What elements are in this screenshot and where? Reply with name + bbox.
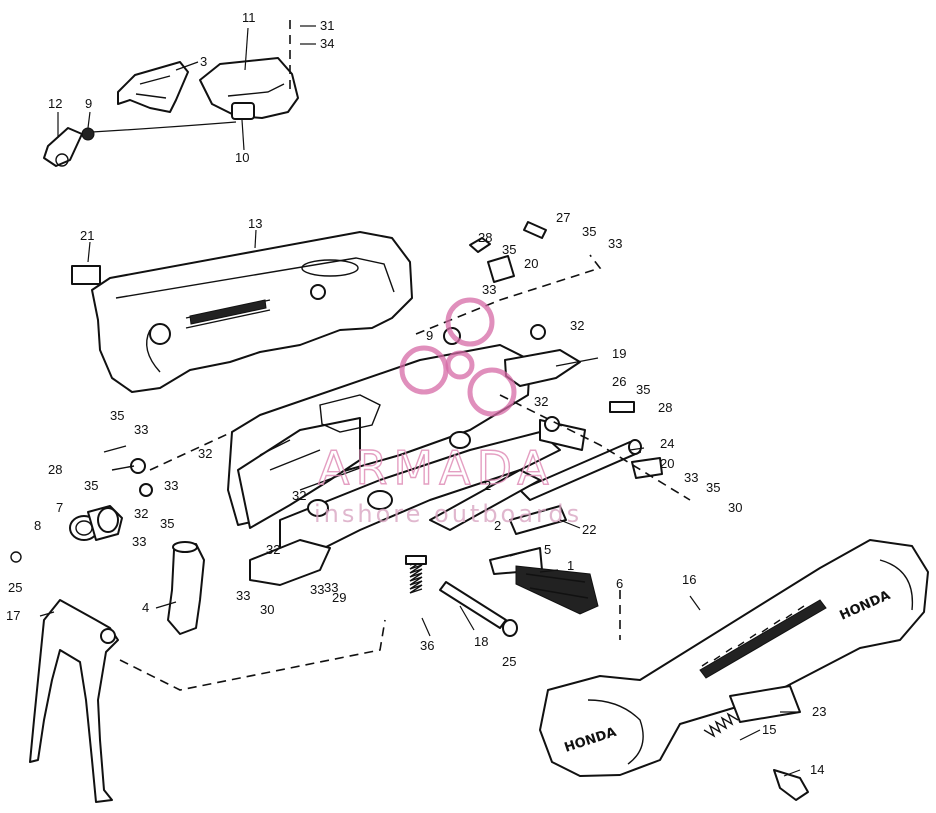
callout-33b: 33	[482, 282, 496, 297]
right-bracket	[415, 221, 691, 501]
callout-18: 18	[474, 634, 488, 649]
callout-33f: 33	[132, 534, 146, 549]
callout-33a: 33	[608, 236, 622, 251]
callout-24: 24	[660, 436, 674, 451]
callout-34: 34	[320, 36, 334, 51]
callout-2a: 2	[494, 518, 501, 533]
callout-25a: 25	[8, 580, 22, 595]
left-small-parts	[10, 431, 233, 635]
callout-12: 12	[48, 96, 62, 111]
callout-35a: 35	[582, 224, 596, 239]
callout-36: 36	[420, 638, 434, 653]
shafts	[429, 439, 642, 637]
callout-33e: 33	[164, 478, 178, 493]
callout-35e: 35	[110, 408, 124, 423]
watermark: ARMADA inshore outboards	[314, 297, 582, 528]
callout-8: 8	[34, 518, 41, 533]
callout-33g: 33	[236, 588, 250, 603]
callout-30b: 30	[260, 602, 274, 617]
watermark-title: ARMADA	[318, 441, 555, 495]
callout-35b: 35	[502, 242, 516, 257]
callout-4: 4	[142, 600, 149, 615]
callout-20b: 20	[660, 456, 674, 471]
callout-16: 16	[682, 572, 696, 587]
callout-3: 3	[200, 54, 207, 69]
callout-35d: 35	[706, 480, 720, 495]
watermark-subtitle: inshore outboards	[314, 500, 582, 528]
callout-33d: 33	[134, 422, 148, 437]
callout-25b: 25	[502, 654, 516, 669]
callout-23: 23	[812, 704, 826, 719]
callout-13: 13	[248, 216, 262, 231]
spring	[405, 555, 427, 594]
callout-32c: 32	[198, 446, 212, 461]
callout-14: 14	[810, 762, 824, 777]
callout-33h: 33	[310, 582, 324, 597]
callout-31: 31	[320, 18, 334, 33]
callout-28c: 28	[48, 462, 62, 477]
callout-27: 27	[556, 210, 570, 225]
callout-22: 22	[582, 522, 596, 537]
callout-32b: 32	[534, 394, 548, 409]
callout-5: 5	[544, 542, 551, 557]
kickstand	[29, 599, 386, 803]
handle-assembly	[43, 20, 299, 167]
callout-29: 29	[332, 590, 346, 605]
callout-33i: 33	[324, 580, 338, 595]
callout-33c: 33	[684, 470, 698, 485]
lower-cover: HONDA HONDA	[539, 539, 929, 801]
callout-35f: 35	[84, 478, 98, 493]
callout-15: 15	[762, 722, 776, 737]
callout-30a: 30	[728, 500, 742, 515]
callout-10: 10	[235, 150, 249, 165]
callout-20a: 20	[524, 256, 538, 271]
upper-cover	[71, 231, 413, 393]
callout-35g: 35	[160, 516, 174, 531]
callout-6: 6	[616, 576, 623, 591]
callout-2b: 2	[484, 478, 491, 493]
callout-21: 21	[80, 228, 94, 243]
callout-19: 19	[612, 346, 626, 361]
callout-32d: 32	[134, 506, 148, 521]
callout-32e: 32	[266, 542, 280, 557]
callout-9a: 9	[85, 96, 92, 111]
callout-17: 17	[6, 608, 20, 623]
callout-28b: 28	[658, 400, 672, 415]
callout-26: 26	[612, 374, 626, 389]
callout-32a: 32	[570, 318, 584, 333]
callout-7: 7	[56, 500, 63, 515]
main-frame	[227, 344, 561, 586]
callout-11: 11	[242, 10, 256, 25]
callout-9b: 9	[426, 328, 433, 343]
callout-32f: 32	[292, 488, 306, 503]
callout-labels: 1 2 2 3 4 5 6 7 8 9 9 10 11 12 13 14 15 …	[6, 10, 826, 777]
callout-35c: 35	[636, 382, 650, 397]
callout-28a: 28	[478, 230, 492, 245]
leader-lines	[39, 25, 801, 777]
callout-1: 1	[567, 558, 574, 573]
